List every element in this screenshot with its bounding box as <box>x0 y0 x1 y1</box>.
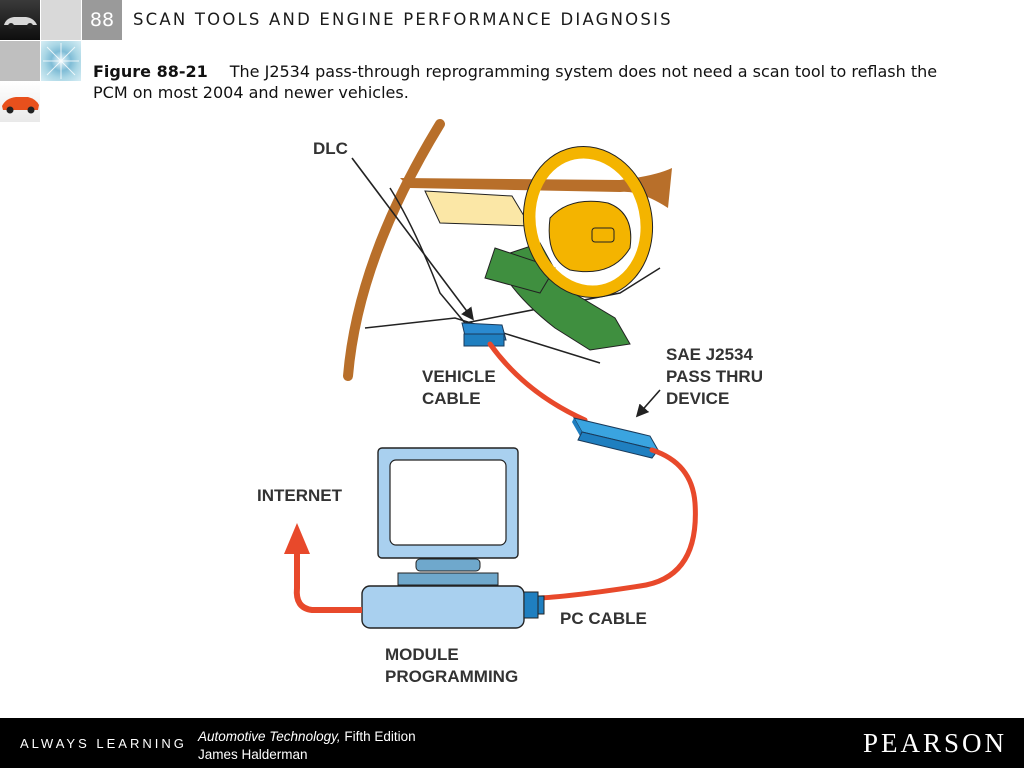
internet-arrow <box>293 548 362 613</box>
label-pc-cable: PC CABLE <box>560 609 647 628</box>
label-dlc: DLC <box>313 139 348 158</box>
label-device-3: DEVICE <box>666 389 729 408</box>
dash-outline <box>389 187 661 324</box>
dlc-pointer <box>351 157 474 321</box>
internet-arrowhead <box>284 523 310 554</box>
a-pillar <box>343 119 445 381</box>
label-vehicle-cable-1: VEHICLE <box>422 367 496 386</box>
label-device-2: PASS THRU <box>666 367 763 386</box>
label-vehicle-cable-2: CABLE <box>422 389 481 408</box>
footer-bar: ALWAYS LEARNING Automotive Technology, F… <box>0 718 1024 768</box>
steering-wheel-rim-outline <box>522 145 654 299</box>
dlc-plug <box>463 333 505 347</box>
sports-car-thumbnail <box>0 82 40 122</box>
vehicle-cable <box>487 341 588 423</box>
crystal-thumbnail <box>41 41 81 81</box>
steering-hub <box>548 200 632 273</box>
label-module-1: MODULE <box>385 645 459 664</box>
steering-wheel-rim <box>523 146 653 298</box>
chapter-number: 88 <box>82 0 122 40</box>
book-edition: Fifth Edition <box>344 729 416 744</box>
thumbnail-strip <box>0 0 82 122</box>
tagline: ALWAYS LEARNING <box>20 736 187 751</box>
label-module-2: PROGRAMMING <box>385 667 518 686</box>
figure-label: Figure 88-21 <box>93 62 208 81</box>
computer <box>361 447 545 629</box>
caption-text: The J2534 pass-through reprogramming sys… <box>93 62 938 102</box>
gray-thumbnail <box>41 0 81 40</box>
publisher-logo: PEARSON <box>862 728 1007 758</box>
label-internet: INTERNET <box>257 486 343 505</box>
gray-thumbnail <box>0 41 40 81</box>
book-title: Automotive Technology, <box>198 729 341 744</box>
pass-thru-device <box>572 417 660 459</box>
j2534-diagram: DLC VEHICLE CABLE SAE J2534 PASS THRU DE… <box>257 119 763 686</box>
hub-button <box>591 227 615 243</box>
label-device-1: SAE J2534 <box>666 345 753 364</box>
lower-dash-line <box>364 317 601 364</box>
blank-thumbnail <box>41 82 81 122</box>
book-author: James Halderman <box>198 747 308 762</box>
dash-panel <box>424 190 531 227</box>
pc-cable <box>537 447 698 601</box>
car-thumbnail <box>0 0 40 40</box>
chapter-title: SCAN TOOLS AND ENGINE PERFORMANCE DIAGNO… <box>133 10 673 29</box>
device-pointer <box>635 389 661 418</box>
book-info: Automotive Technology, Fifth Edition Jam… <box>198 728 416 764</box>
